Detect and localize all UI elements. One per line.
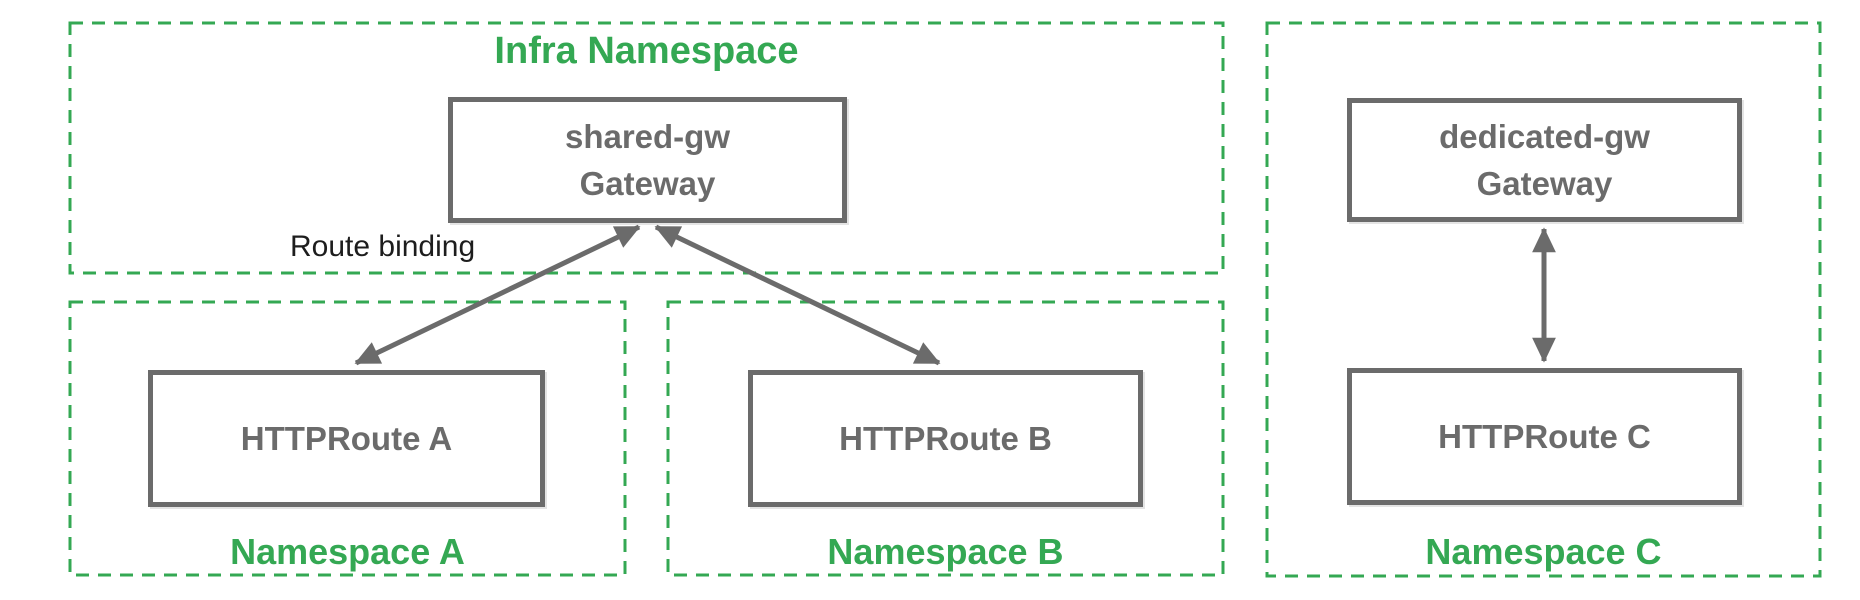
node-httproute-a-label: HTTPRoute A <box>240 420 453 457</box>
node-shared-gw-gateway: shared-gw Gateway <box>448 97 847 223</box>
route-binding-label: Route binding <box>290 230 476 263</box>
node-dedicated-gw-gateway: dedicated-gw Gateway <box>1347 98 1742 222</box>
namespace-a-label: Namespace A <box>230 531 465 572</box>
node-dedicated-gw-kind: Gateway <box>1476 165 1613 202</box>
namespace-b-border <box>666 300 1225 577</box>
infra-namespace-border <box>68 21 1225 275</box>
node-shared-gw-kind: Gateway <box>579 165 716 202</box>
infra-namespace-label: Infra Namespace <box>494 30 799 72</box>
namespace-c-border <box>1265 21 1822 578</box>
node-dedicated-gw-name: dedicated-gw <box>1439 118 1650 155</box>
node-httproute-a: HTTPRoute A <box>148 370 545 507</box>
namespace-b-label: Namespace B <box>827 531 1064 572</box>
route-binding-arrow-a <box>354 224 641 366</box>
node-httproute-c: HTTPRoute C <box>1347 368 1742 505</box>
route-binding-arrow-b <box>654 224 941 366</box>
node-shared-gw-name: shared-gw <box>564 118 731 155</box>
node-httproute-b-label: HTTPRoute B <box>839 420 1052 457</box>
node-httproute-b: HTTPRoute B <box>748 370 1143 507</box>
node-httproute-c-label: HTTPRoute C <box>1438 418 1651 455</box>
namespace-a-border <box>68 300 627 577</box>
namespace-c-label: Namespace C <box>1425 531 1662 572</box>
